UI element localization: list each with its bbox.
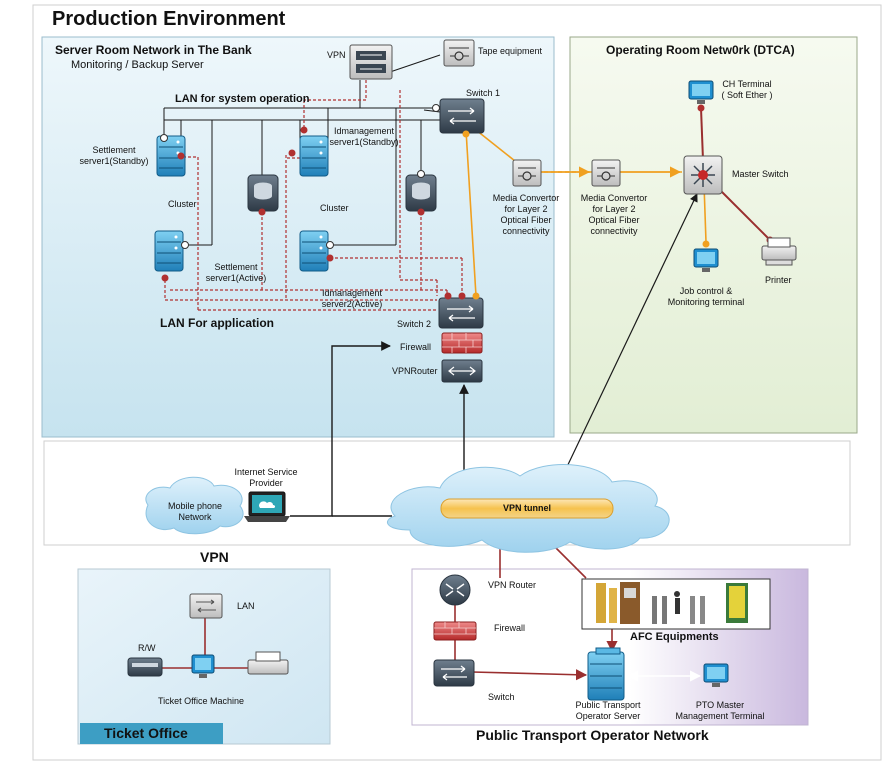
pto-terminal-label: PTO Master Management Terminal: [675, 700, 765, 721]
switch2-ports: [444, 292, 480, 300]
ch-terminal-icon: [688, 80, 714, 112]
port-dot: [160, 134, 168, 142]
lan-application-bus: [164, 80, 463, 311]
switch1-ports: [432, 104, 470, 138]
ticket-office-title: Ticket Office: [104, 725, 188, 741]
settlement-server-active-icon: [154, 230, 184, 272]
media-convertor1-icon: [512, 159, 542, 187]
settlement-standby-label: Settlement server1(Standby): [79, 145, 149, 166]
page-title: Production Environment: [52, 8, 286, 30]
port-dot: [326, 241, 334, 249]
master-switch-label: Master Switch: [732, 169, 789, 179]
pto-vpn-router-label: VPN Router: [488, 580, 537, 590]
afc-equipment-panel: [581, 578, 771, 630]
lan-label: LAN: [237, 601, 255, 611]
idmanagement-standby-label: Idmanagement server1(Standby): [329, 126, 399, 147]
pto-switch-icon: [433, 659, 475, 687]
pto-terminal-icon: [703, 663, 729, 687]
switch1-label: Switch 1: [466, 88, 501, 98]
ticket-office-tab: [80, 723, 223, 744]
printer-label: Printer: [765, 275, 792, 285]
switch-server-link: [471, 669, 588, 681]
pto-switch-label: Switch: [488, 692, 515, 702]
lan-switch-icon: [189, 593, 223, 619]
master-switch-icon: [683, 155, 723, 195]
master-switch-tunnel-link: [553, 193, 698, 495]
pto-zone-title: Public Transport Operator Network: [476, 727, 709, 743]
tape-equipment-label: Tape equipment: [478, 46, 543, 56]
idmanagement-server-standby-icon: [299, 135, 329, 177]
job-control-terminal-icon: [693, 240, 719, 272]
port-dot: [417, 208, 425, 216]
storage1-icon: [247, 174, 279, 212]
settlement-active-label: Settlement server1(Active): [205, 262, 267, 283]
switch1-icon: [439, 98, 485, 134]
server-room-title: Server Room Network in The Bank: [55, 43, 252, 57]
vpnrouter-label: VPNRouter: [392, 366, 438, 376]
port-dot: [417, 170, 425, 178]
ticket-printer-icon: [247, 651, 289, 675]
port-dot: [288, 149, 296, 157]
storage2-icon: [405, 174, 437, 212]
rw-label: R/W: [138, 643, 156, 653]
settlement-server-standby-icon: [156, 135, 186, 177]
pto-server-icon: [587, 647, 625, 701]
mobile-network-cloud: [145, 476, 244, 535]
idmanagement-active-label: Idmanagement server2(Active): [321, 288, 383, 309]
vpn-device-label: VPN: [327, 50, 346, 60]
printer-icon: [761, 236, 797, 266]
firewall-label: Firewall: [400, 342, 432, 352]
switch2-icon: [438, 297, 484, 329]
media-convertor2-icon: [591, 159, 621, 187]
isp-label: Internet Service Provider: [234, 467, 298, 488]
isp-laptop-icon: [244, 491, 290, 522]
vpn-tunnel-pipe: [440, 498, 614, 519]
idmanagement-server-active-icon: [299, 230, 329, 272]
ticket-machine-label: Ticket Office Machine: [158, 696, 245, 706]
cluster2-label: Cluster: [320, 203, 349, 213]
switch2-label: Switch 2: [397, 319, 432, 329]
ticket-office-machine-icon: [191, 654, 215, 678]
media-convertor2-label: Media Convertor for Layer 2 Optical Fibe…: [580, 193, 648, 236]
pto-server-label: Public Transport Operator Server: [575, 700, 641, 721]
lan-system-label: LAN for system operation: [175, 93, 310, 105]
port-dot: [258, 208, 266, 216]
server-room-subtitle: Monitoring / Backup Server: [71, 59, 204, 71]
vpn-device-icon: [349, 44, 393, 80]
tape-equipment-icon: [443, 39, 475, 67]
media-convertor1-label: Media Convertor for Layer 2 Optical Fibe…: [492, 193, 560, 236]
job-control-label: Job control & Monitoring terminal: [667, 286, 745, 307]
operating-room-title: Operating Room Netw0rk (DTCA): [606, 43, 795, 57]
port-dot: [177, 152, 185, 160]
vpn-zone-title: VPN: [200, 549, 229, 565]
ch-terminal-label: CH Terminal ( Soft Ether ): [721, 79, 773, 100]
pto-firewall-icon: [433, 621, 477, 641]
card-reader-icon: [127, 657, 163, 677]
pto-vpn-router-icon: [439, 574, 471, 606]
ticket-office-links: [162, 618, 248, 669]
port-dot: [326, 254, 334, 262]
port-dot: [161, 274, 169, 282]
vpnrouter-icon: [441, 359, 483, 383]
cluster1-label: Cluster: [168, 199, 197, 209]
lan-application-label: LAN For application: [160, 316, 274, 330]
isp-firewall-link: [290, 341, 391, 517]
vpn-tunnel-label: VPN tunnel: [502, 503, 551, 513]
port-dot: [181, 241, 189, 249]
port-dot: [300, 126, 308, 134]
pto-firewall-label: Firewall: [494, 623, 526, 633]
afc-label: AFC Equipments: [630, 631, 719, 643]
firewall-icon: [441, 332, 483, 354]
mobile-network-label: Mobile phone Network: [167, 501, 223, 522]
